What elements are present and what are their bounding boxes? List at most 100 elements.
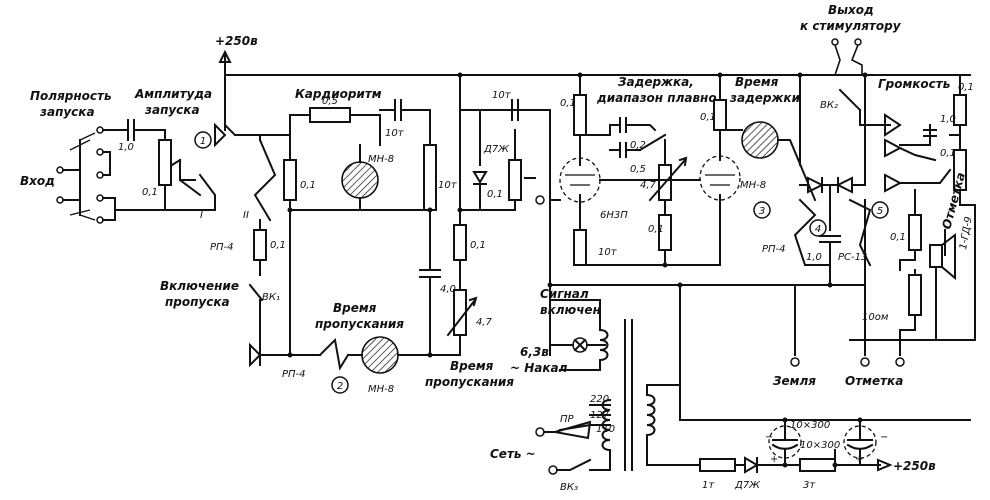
r10t-label: 10т bbox=[438, 180, 458, 191]
ground-label: Земля bbox=[773, 374, 816, 388]
d7zh-a-label: Д7Ж bbox=[483, 144, 510, 155]
rp4-c-label: РП-4 bbox=[762, 244, 786, 255]
plus250-bottom-label: +250в bbox=[893, 459, 936, 473]
r1t-label: 1т bbox=[702, 480, 715, 491]
vk2-label: ВК₂ bbox=[820, 100, 838, 111]
r-vol-label: 0,1 bbox=[958, 82, 974, 93]
c1b-label: 1,0 bbox=[806, 252, 822, 263]
polarity-label-2: запуска bbox=[39, 105, 95, 119]
rp4-b-label: РП-4 bbox=[282, 369, 306, 380]
signal-on-label: включен bbox=[540, 303, 601, 317]
text-labels: +250в Выход к стимулятору Полярность зап… bbox=[20, 3, 968, 473]
pol-minus-label: − bbox=[765, 432, 773, 443]
tap127-label: 127 bbox=[590, 410, 610, 421]
marker-5: 5 bbox=[877, 206, 883, 217]
mark-ii-label: II bbox=[243, 210, 249, 221]
pol-plus2-label: + bbox=[855, 454, 863, 465]
r-vert-label: 0,1 bbox=[270, 240, 286, 251]
filament-voltage-label: 6,3в bbox=[520, 345, 549, 359]
filament-label: ~ Накал bbox=[510, 361, 568, 375]
skip-time-label-2: пропускания bbox=[315, 317, 404, 331]
col-460 bbox=[446, 74, 478, 356]
c05-label: 0,5 bbox=[630, 164, 646, 175]
rs13-label: РС-13 bbox=[838, 252, 867, 263]
tube-6n3p bbox=[549, 74, 721, 266]
neon-lamp-a bbox=[289, 144, 431, 211]
r10om-label: 10ом bbox=[862, 312, 889, 323]
skip-time-label-b: Время bbox=[450, 359, 494, 373]
mn8-a-label: МН-8 bbox=[368, 154, 394, 165]
ground-rail bbox=[549, 199, 971, 421]
mn8-c-label: МН-8 bbox=[740, 180, 766, 191]
r-f-label: 0,1 bbox=[890, 232, 906, 243]
marker-4: 4 bbox=[815, 224, 821, 235]
r-mid-label: 0,1 bbox=[300, 180, 316, 191]
c1-label: 1,0 bbox=[118, 142, 134, 153]
marker-label: Отметка bbox=[845, 374, 903, 388]
input-label: Вход bbox=[20, 174, 55, 188]
r47-b-label: 4,7 bbox=[640, 180, 657, 191]
delay-time-label: Время bbox=[735, 75, 779, 89]
fuse-label: ПР bbox=[560, 414, 575, 425]
marker-1: 1 bbox=[200, 136, 206, 147]
skip-time-label: Время bbox=[333, 301, 377, 315]
tube-second-triode bbox=[699, 74, 817, 266]
enable-skip-label-2: пропуска bbox=[165, 295, 230, 309]
c10t-a-label: 10т bbox=[385, 128, 405, 139]
c10t-b-label: 10т bbox=[492, 90, 512, 101]
c1c-label: 1,0 bbox=[940, 114, 956, 125]
r-d-label: 0,1 bbox=[648, 224, 664, 235]
range-label: диапазон плавно bbox=[596, 91, 717, 105]
to-stimulator-label: к стимулятору bbox=[800, 19, 902, 33]
relay-block-4 bbox=[793, 74, 872, 286]
c02-label: 0,2 bbox=[630, 140, 646, 151]
cap-a-label: 10×300 bbox=[790, 420, 830, 431]
output-volume bbox=[831, 38, 976, 341]
cardiorhythm-label: Кардиоритм bbox=[295, 87, 382, 101]
r-pot-label: 0,1 bbox=[487, 189, 503, 200]
mark-i-label: I bbox=[200, 210, 203, 221]
d7zh-b-label: Д7Ж bbox=[734, 480, 761, 491]
c4-label: 4,0 bbox=[440, 284, 456, 295]
bottom-relay-row bbox=[289, 209, 461, 374]
rectifier bbox=[699, 419, 893, 474]
junctions bbox=[287, 72, 868, 468]
r10t-cath-label: 10т bbox=[598, 247, 618, 258]
component-labels: 1,0 0,1 I II РП-4 0,1 ВК₁ 0,5 0,1 МН-8 1… bbox=[118, 82, 975, 493]
transformer bbox=[535, 299, 701, 475]
mn8-b-label: МН-8 bbox=[368, 384, 394, 395]
mains-label: Сеть ~ bbox=[490, 447, 536, 461]
r47-a-label: 4,7 bbox=[476, 317, 493, 328]
cap-b-label: 10×300 bbox=[800, 440, 840, 451]
d7zh-pot bbox=[459, 99, 551, 211]
marker-2: 2 bbox=[337, 381, 343, 392]
r-c-label: 0,1 bbox=[470, 240, 486, 251]
polarity-label: Полярность bbox=[30, 89, 112, 103]
delay-time-label-2: задержки bbox=[729, 91, 801, 105]
r-plate-label: 0,1 bbox=[560, 98, 576, 109]
skip-time-label-b2: пропускания bbox=[425, 375, 514, 389]
r05-label: 0,5 bbox=[322, 96, 338, 107]
vk3-label: ВК₃ bbox=[560, 482, 578, 493]
pol-plus-label: + bbox=[770, 454, 778, 465]
gd9-label: 1-ГД-9 bbox=[958, 216, 975, 251]
r-e-label: 0,1 bbox=[940, 148, 956, 159]
r-amp-label: 0,1 bbox=[142, 187, 158, 198]
r3t-label: 3т bbox=[803, 480, 816, 491]
r-plate2-label: 0,1 bbox=[700, 112, 716, 123]
enable-skip-label: Включение bbox=[160, 279, 239, 293]
numbered-markers: 1 2 3 4 5 bbox=[194, 131, 889, 394]
tap220-label: 220 bbox=[590, 394, 609, 405]
tube-label: 6Н3П bbox=[600, 210, 628, 221]
delay-label: Задержка, bbox=[618, 75, 694, 89]
amplitude-label: Амплитуда bbox=[134, 87, 212, 101]
plus250-top-label: +250в bbox=[215, 34, 258, 48]
marker-3: 3 bbox=[759, 206, 765, 217]
rp4-a-label: РП-4 bbox=[210, 242, 234, 253]
kardioritm-cap bbox=[379, 99, 441, 356]
marker-speaker bbox=[849, 189, 976, 367]
signal-label: Сигнал bbox=[540, 287, 589, 301]
amplitude-label-2: запуска bbox=[144, 103, 200, 117]
output-label: Выход bbox=[828, 3, 874, 17]
